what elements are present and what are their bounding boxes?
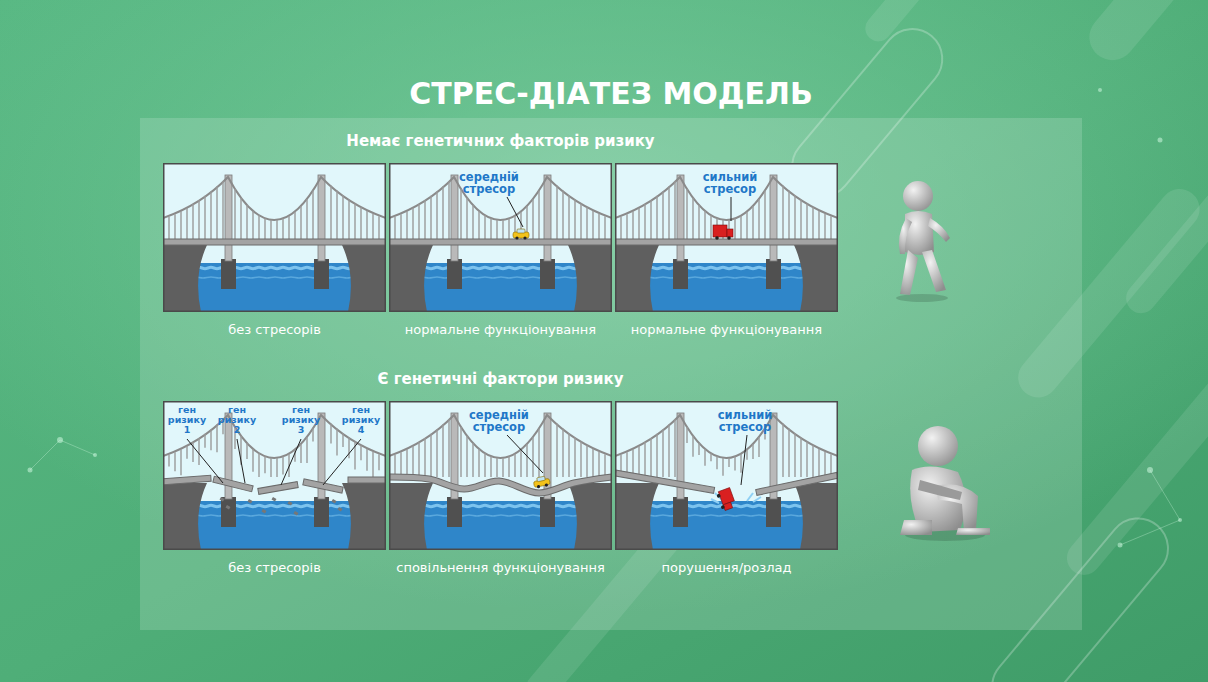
content-panel <box>140 118 1082 630</box>
panel-caption: без стресорів <box>163 322 386 338</box>
panel-caption: без стресорів <box>163 560 386 576</box>
panel-caption: сповільнення функціонування <box>389 560 612 576</box>
panel-caption: нормальне функціонування <box>389 322 612 338</box>
row-heading: Є генетичні фактори ризику <box>163 370 838 388</box>
car <box>533 475 551 489</box>
leader-line <box>323 439 361 485</box>
callout-label: ген ризику 1 <box>167 405 207 435</box>
leader-line <box>731 197 732 221</box>
leader-line <box>187 439 223 483</box>
truck <box>713 225 733 240</box>
car <box>513 229 529 240</box>
row-heading: Немає генетичних факторів ризику <box>163 132 838 150</box>
bridge-panel: без стресорів <box>163 163 386 363</box>
bridge-panel: середній стресор нормальне функціонування <box>389 163 612 363</box>
slide-title: СТРЕС-ДІАТЕЗ МОДЕЛЬ <box>140 76 1082 111</box>
callout-label: середній стресор <box>449 171 529 195</box>
bridge-panel: середній стресор сповільнення функціонува… <box>389 401 612 601</box>
callout-label: сильний стресор <box>705 409 785 433</box>
callout-label: ген ризику 3 <box>281 405 321 435</box>
callout-label: середній стресор <box>459 409 539 433</box>
bridge-panel: сильний стресор порушення/розлад <box>615 401 838 601</box>
leader-line <box>281 439 301 485</box>
bridge-panel: сильний стресор нормальне функціонування <box>615 163 838 363</box>
leader-line <box>237 439 245 483</box>
sitting-figure <box>900 426 990 541</box>
leader-line <box>741 435 747 485</box>
callout-label: ген ризику 2 <box>217 405 257 435</box>
panel-caption: порушення/розлад <box>615 560 838 576</box>
bridge-panel: ген ризику 1 ген ризику 2 ген ризику 3 ген … <box>163 401 386 601</box>
callout-label: ген ризику 4 <box>341 405 381 435</box>
leader-line <box>507 197 523 227</box>
bridge-illustration <box>163 163 386 312</box>
walking-figure <box>896 181 950 302</box>
truck <box>716 488 737 512</box>
callout-label: сильний стресор <box>690 171 770 195</box>
panel-caption: нормальне функціонування <box>615 322 838 338</box>
leader-line <box>507 435 543 473</box>
